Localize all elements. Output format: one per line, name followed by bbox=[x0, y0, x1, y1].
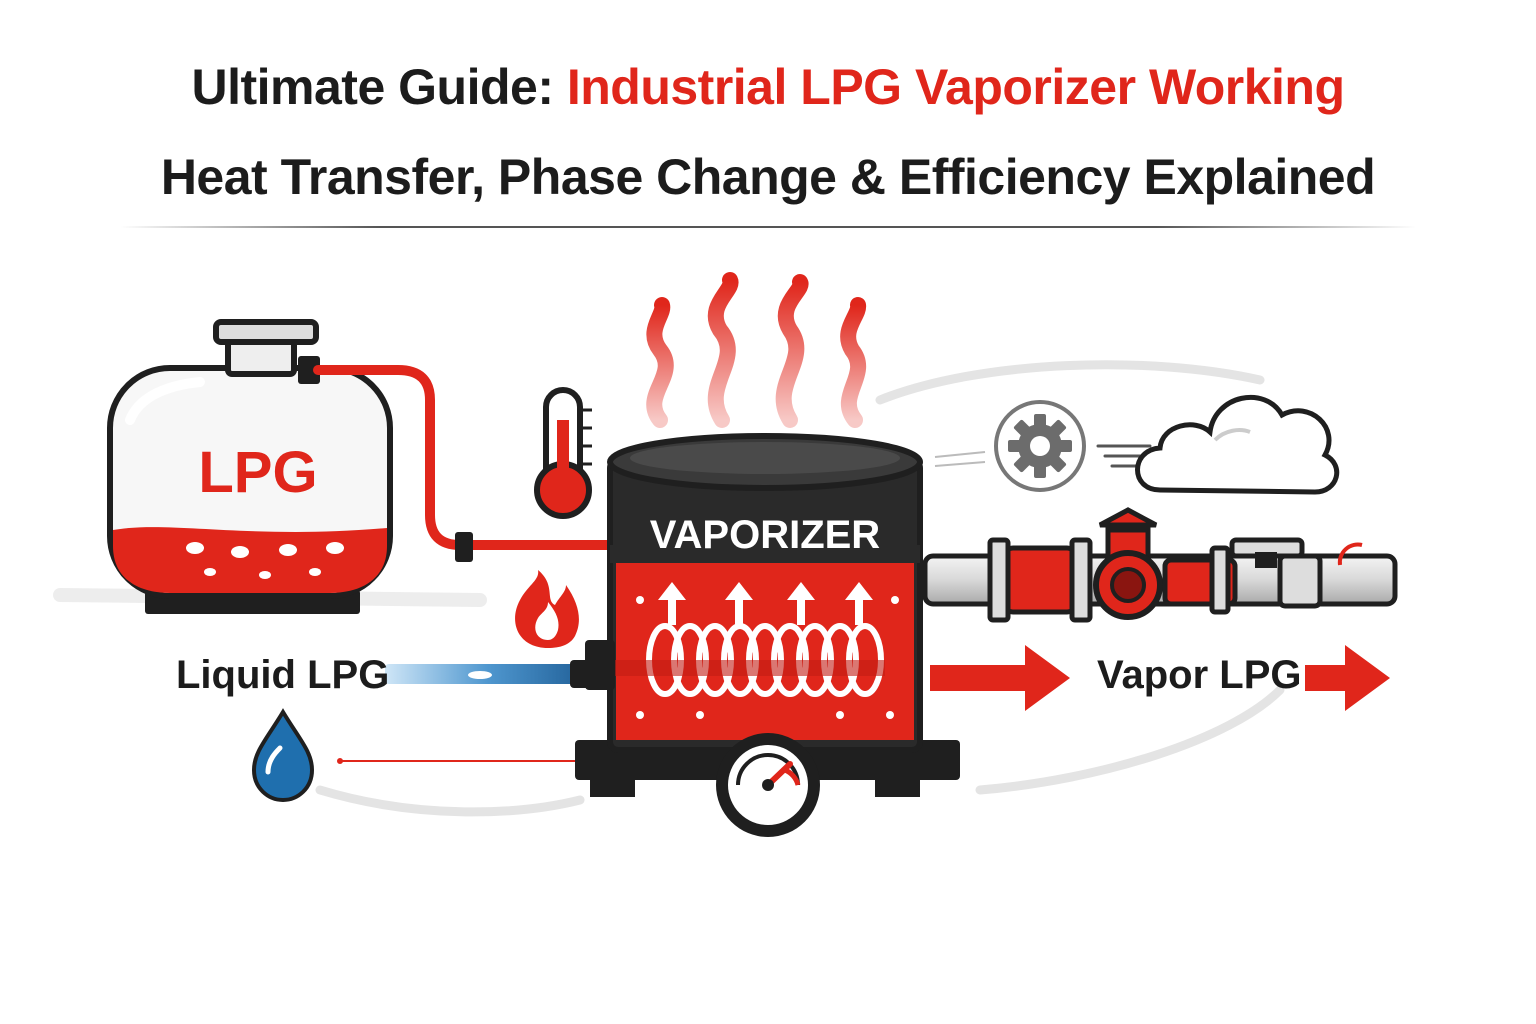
vaporizer-unit: VAPORIZER bbox=[575, 433, 960, 797]
cloud-icon bbox=[1135, 394, 1340, 495]
pipe-coupling bbox=[455, 532, 473, 562]
flow-arrow-2 bbox=[1305, 645, 1390, 711]
title-line-2: Heat Transfer, Phase Change & Efficiency… bbox=[160, 149, 1376, 205]
flame-icon bbox=[515, 570, 579, 648]
valve-handle bbox=[1093, 507, 1363, 620]
pressure-gauge-icon bbox=[716, 733, 820, 837]
water-drop-icon bbox=[251, 708, 315, 803]
flow-arrow-1 bbox=[930, 645, 1070, 711]
connector-lines bbox=[934, 451, 986, 467]
vaporizer-label: VAPORIZER bbox=[650, 513, 881, 557]
liquid-lpg-label: Liquid LPG bbox=[176, 653, 389, 697]
title-divider bbox=[120, 226, 1416, 228]
heat-waves-icon bbox=[646, 272, 866, 428]
feed-pipe bbox=[313, 365, 620, 550]
gear-icon bbox=[994, 400, 1086, 492]
lpg-tank: LPG bbox=[107, 319, 393, 614]
liquid-bubbles bbox=[186, 542, 344, 579]
liquid-flow-mark bbox=[468, 671, 492, 679]
tank-label: LPG bbox=[198, 440, 317, 505]
heat-arrows bbox=[658, 582, 873, 625]
vapor-lpg-label: Vapor LPG bbox=[1097, 653, 1302, 697]
title-red-part: Industrial LPG Vaporizer Working bbox=[566, 59, 1345, 115]
thermometer-icon bbox=[534, 387, 592, 519]
coil-dots bbox=[636, 596, 899, 719]
title-line-1: Ultimate Guide: Industrial LPG Vaporizer… bbox=[0, 58, 1536, 116]
title-dark-part: Ultimate Guide: bbox=[191, 59, 567, 115]
